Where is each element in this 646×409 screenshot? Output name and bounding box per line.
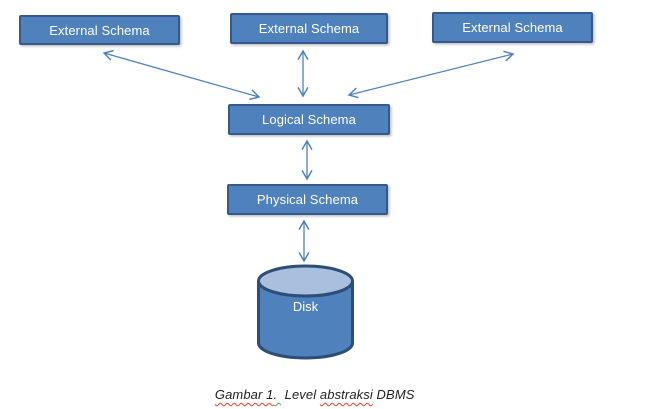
- caption-text-level: Level: [280, 387, 320, 402]
- node-physical-schema: Physical Schema: [227, 184, 388, 215]
- caption-text-abstraksi: abstraksi: [319, 387, 373, 402]
- disk-label: Disk: [292, 299, 319, 314]
- node-logical-schema: Logical Schema: [228, 104, 390, 135]
- caption-text-period: .: [273, 387, 281, 402]
- node-label: External Schema: [49, 22, 150, 38]
- node-external-schema-middle: External Schema: [230, 13, 388, 44]
- double-arrow-external-right-logical: [347, 50, 515, 99]
- figure-caption: Gambar 1. Level abstraksi DBMS: [200, 372, 415, 409]
- node-label: Physical Schema: [256, 192, 359, 207]
- caption-text-gambar: Gambar 1: [214, 387, 274, 402]
- node-label: Logical Schema: [262, 112, 356, 127]
- node-external-schema-left: External Schema: [19, 15, 180, 45]
- node-label: External Schema: [462, 20, 563, 35]
- node-external-schema-right: External Schema: [432, 12, 593, 43]
- disk-cylinder-top: [257, 264, 354, 298]
- disk-cylinder-body: [257, 280, 354, 360]
- caption-text-dbms: DBMS: [372, 387, 415, 402]
- node-label: External Schema: [258, 21, 360, 36]
- double-arrow-external-left-logical: [102, 49, 261, 101]
